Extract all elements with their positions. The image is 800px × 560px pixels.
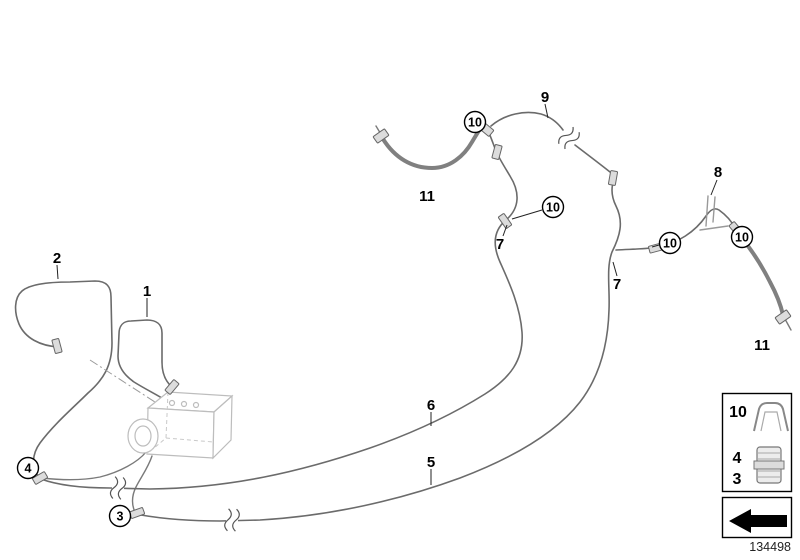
abs-centerline bbox=[89, 359, 159, 405]
callout-union-3-circle[interactable] bbox=[108, 504, 132, 528]
leader-10-b bbox=[511, 209, 543, 220]
callout-10-b-number[interactable]: 10 bbox=[546, 201, 560, 215]
label-bracket-8[interactable]: 8 bbox=[714, 164, 722, 181]
abs-hidden-edge-2 bbox=[165, 437, 214, 443]
label-pipe-7-left[interactable]: 7 bbox=[496, 236, 504, 253]
callout-10-c-circle[interactable] bbox=[658, 231, 682, 255]
legend-item-10-number[interactable]: 10 bbox=[729, 404, 747, 421]
callout-union-4-number[interactable]: 4 bbox=[25, 462, 32, 476]
leader-7-left bbox=[502, 224, 508, 237]
break-mark-run-upper bbox=[109, 476, 127, 500]
bracket-8-sketch bbox=[699, 195, 729, 231]
label-pipe-6[interactable]: 6 bbox=[427, 397, 435, 414]
pipe-9-path-continued bbox=[574, 144, 611, 173]
leader-10-c bbox=[651, 244, 660, 248]
abs-port-3 bbox=[192, 401, 200, 409]
callout-10-b-circle[interactable] bbox=[541, 195, 565, 219]
legend-item-3-number[interactable]: 3 bbox=[733, 471, 742, 488]
pipe-6-and-7-left-path bbox=[40, 152, 523, 490]
fitting-10-b-target bbox=[498, 213, 512, 229]
fitting-hose-11-right-end bbox=[774, 309, 792, 325]
hose-11-right-tail bbox=[784, 318, 792, 331]
abs-pipe-to-union-4 bbox=[41, 451, 147, 481]
label-pipe-1[interactable]: 1 bbox=[143, 283, 151, 300]
abs-port-2 bbox=[180, 400, 188, 408]
diagram-part-number: 134498 bbox=[749, 540, 791, 554]
abs-pipe-to-union-3 bbox=[131, 455, 153, 513]
legend-box: 10 4 3 bbox=[721, 392, 793, 493]
pipe-5-and-7-right-path bbox=[140, 178, 622, 522]
fitting-hose-11-left-end bbox=[372, 128, 390, 144]
callout-10-a-number[interactable]: 10 bbox=[468, 116, 482, 130]
fitting-7-right-top bbox=[607, 170, 619, 186]
callout-10-d-number[interactable]: 10 bbox=[735, 231, 749, 245]
label-hose-11-right[interactable]: 11 bbox=[754, 337, 770, 354]
leader-7-right bbox=[612, 261, 618, 277]
pipe-9-path bbox=[490, 111, 564, 131]
break-mark-run-lower bbox=[224, 508, 240, 532]
leader-9 bbox=[544, 103, 549, 119]
callout-union-3[interactable]: 3 bbox=[108, 504, 132, 528]
break-mark-pipe-9 bbox=[557, 125, 581, 151]
fitting-union-3 bbox=[129, 507, 145, 519]
legend-item-4-number[interactable]: 4 bbox=[733, 450, 742, 467]
leader-8 bbox=[710, 179, 718, 196]
leader-2 bbox=[56, 264, 59, 280]
pipe-2-path bbox=[14, 280, 113, 478]
fitting-pipe-2-end bbox=[51, 338, 63, 354]
abs-unit-sketch bbox=[89, 359, 234, 460]
direction-arrow-icon bbox=[729, 509, 787, 533]
fitting-pipe-1-end bbox=[164, 379, 180, 395]
fitting-7-left-top bbox=[491, 144, 503, 160]
callout-union-3-number[interactable]: 3 bbox=[117, 510, 124, 524]
callout-10-d-circle[interactable] bbox=[730, 225, 754, 249]
direction-arrow-box bbox=[721, 496, 793, 539]
callout-fitting-10-d[interactable]: 10 bbox=[730, 225, 754, 249]
label-pipe-2[interactable]: 2 bbox=[53, 250, 61, 267]
abs-port-1 bbox=[168, 399, 176, 407]
fitting-union-4 bbox=[32, 471, 48, 485]
abs-pump-motor-cap bbox=[134, 425, 152, 447]
label-pipe-9[interactable]: 9 bbox=[541, 89, 549, 106]
callout-fitting-10-c[interactable]: 10 bbox=[658, 231, 682, 255]
callout-fitting-10-a[interactable]: 10 bbox=[463, 110, 487, 134]
callout-10-c-number[interactable]: 10 bbox=[663, 237, 677, 251]
hose-11-left-path bbox=[381, 127, 482, 171]
label-pipe-5[interactable]: 5 bbox=[427, 454, 435, 471]
label-hose-11-left[interactable]: 11 bbox=[419, 188, 435, 205]
callout-union-4-circle[interactable] bbox=[16, 456, 40, 480]
clip-icon bbox=[753, 402, 789, 432]
callout-union-4[interactable]: 4 bbox=[16, 456, 40, 480]
abs-side-face bbox=[212, 394, 233, 460]
abs-hidden-edge-1 bbox=[146, 391, 169, 455]
label-pipe-7-right[interactable]: 7 bbox=[613, 276, 621, 293]
union-fitting-icon bbox=[753, 446, 785, 484]
callout-fitting-10-b[interactable]: 10 bbox=[541, 195, 565, 219]
callout-10-a-circle[interactable] bbox=[463, 110, 487, 134]
